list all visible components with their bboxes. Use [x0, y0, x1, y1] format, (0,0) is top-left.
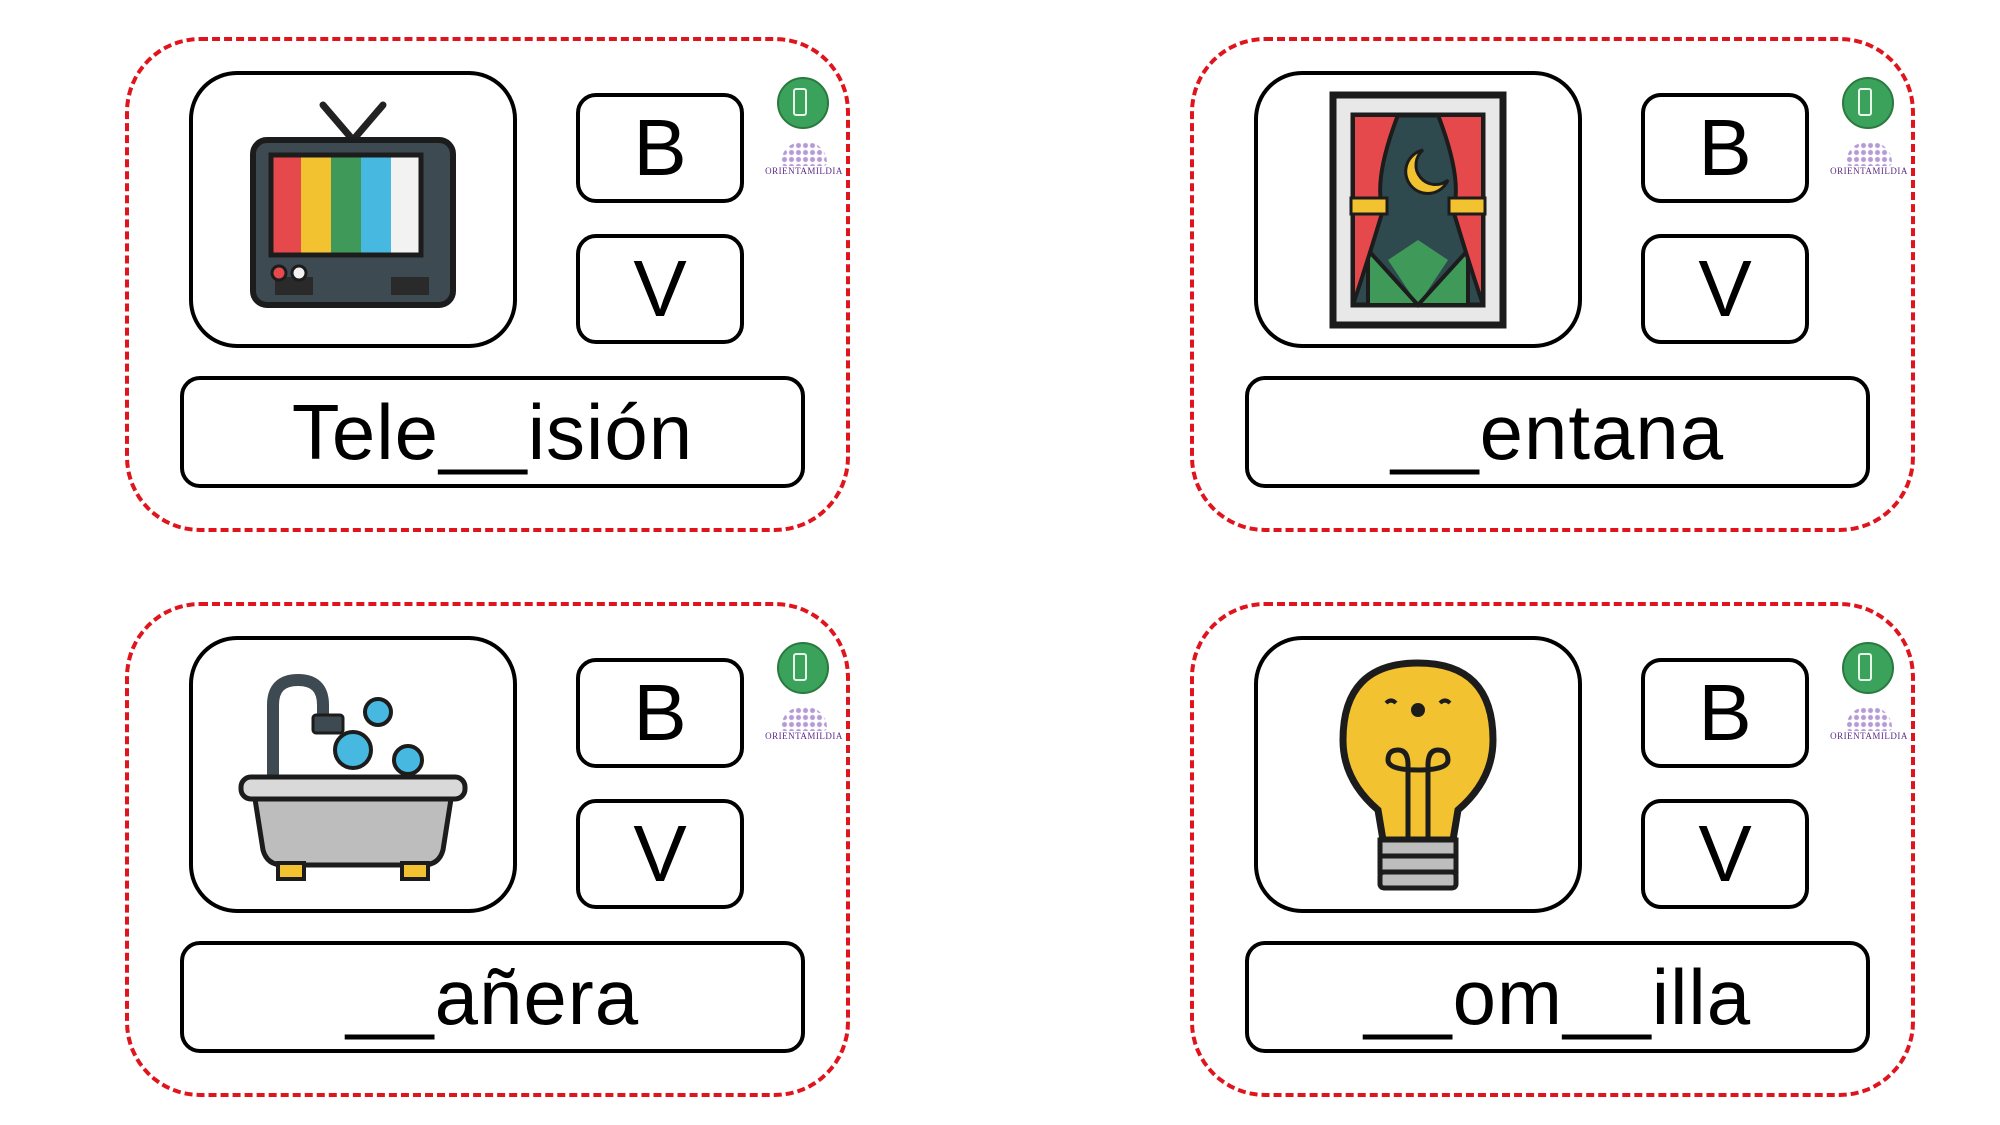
option-v-button[interactable]: V: [576, 799, 744, 909]
option-b-button[interactable]: B: [576, 658, 744, 768]
logo-text: ORIENTAMILDIA: [765, 731, 843, 741]
logo-text: ORIENTAMILDIA: [765, 166, 843, 176]
window-icon: [1329, 91, 1507, 328]
option-b-button[interactable]: B: [1641, 658, 1809, 768]
green-logo-icon: [1842, 77, 1894, 129]
logo-dots: [781, 707, 827, 731]
option-b-button[interactable]: B: [1641, 93, 1809, 203]
option-v-button[interactable]: V: [576, 234, 744, 344]
green-logo-icon: [1842, 642, 1894, 694]
option-v-button[interactable]: V: [1641, 799, 1809, 909]
purple-logo-icon: ORIENTAMILDIA: [765, 142, 843, 182]
green-logo-icon: [777, 642, 829, 694]
picture-frame: [1254, 71, 1582, 348]
logo-dots: [1846, 142, 1892, 166]
activity-card-light-bulb: B V ORIENTAMILDIA __om__illa: [1190, 602, 1915, 1097]
word-blank-field: __om__illa: [1245, 941, 1870, 1053]
activity-card-window: B V ORIENTAMILDIA __entana: [1190, 37, 1915, 532]
picture-frame: [1254, 636, 1582, 913]
television-icon: [250, 101, 456, 308]
purple-logo-icon: ORIENTAMILDIA: [765, 707, 843, 747]
word-blank-field: __añera: [180, 941, 805, 1053]
logo-text: ORIENTAMILDIA: [1830, 166, 1908, 176]
green-logo-icon: [777, 77, 829, 129]
activity-card-bathtub: B V ORIENTAMILDIA __añera: [125, 602, 850, 1097]
light-bulb-icon: [1339, 658, 1497, 890]
logo-text: ORIENTAMILDIA: [1830, 731, 1908, 741]
purple-logo-icon: ORIENTAMILDIA: [1830, 142, 1908, 182]
word-blank-field: __entana: [1245, 376, 1870, 488]
word-blank-field: Tele__isión: [180, 376, 805, 488]
option-b-button[interactable]: B: [576, 93, 744, 203]
activity-card-television: B V ORIENTAMILDIA Tele__isión: [125, 37, 850, 532]
picture-frame: [189, 71, 517, 348]
option-v-button[interactable]: V: [1641, 234, 1809, 344]
logo-dots: [781, 142, 827, 166]
bathtub-icon: [238, 673, 468, 881]
picture-frame: [189, 636, 517, 913]
purple-logo-icon: ORIENTAMILDIA: [1830, 707, 1908, 747]
logo-dots: [1846, 707, 1892, 731]
